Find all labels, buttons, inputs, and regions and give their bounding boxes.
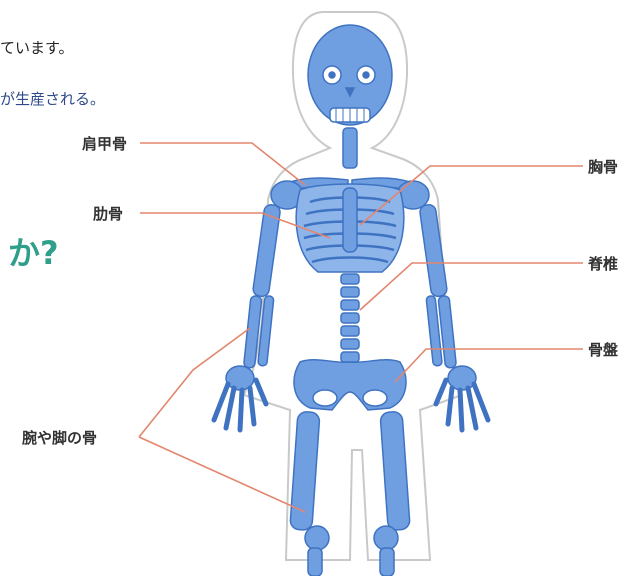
label-spine: 脊椎 (588, 253, 618, 274)
label-limb-bones: 腕や脚の骨 (22, 427, 97, 448)
label-scapula: 肩甲骨 (82, 133, 127, 154)
skull (308, 25, 392, 125)
label-ribs: 肋骨 (93, 203, 123, 224)
label-pelvis: 骨盤 (588, 339, 618, 360)
label-sternum: 胸骨 (588, 156, 618, 177)
spine-vertebrae (341, 274, 359, 362)
